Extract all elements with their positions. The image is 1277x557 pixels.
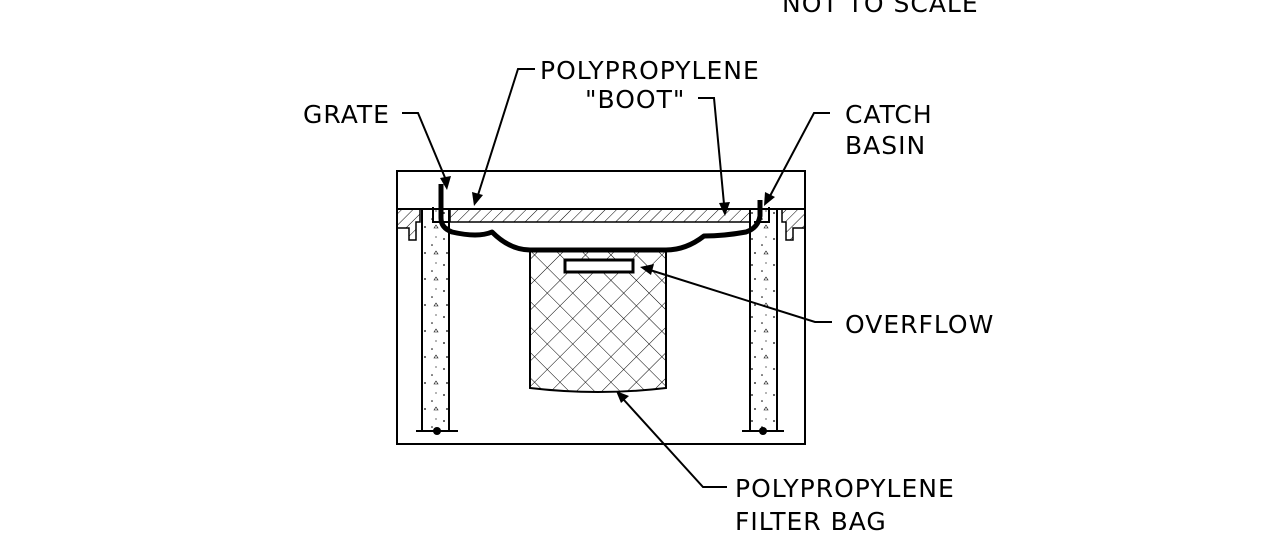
overflow-leader xyxy=(649,269,832,323)
right-wall xyxy=(749,208,778,432)
label-filter-bag-line2: FILTER BAG xyxy=(735,507,887,536)
left-wall xyxy=(421,208,450,432)
right-rim-block xyxy=(781,208,806,241)
label-catch-basin-line1: CATCH xyxy=(845,100,933,129)
left-boot-lip xyxy=(432,207,448,223)
catch-basin-arrowhead xyxy=(764,192,775,206)
boot-arrowhead-left xyxy=(472,192,483,206)
grate-hatched-band xyxy=(449,208,751,223)
filter-bag-leader xyxy=(623,399,727,488)
right-boot-lip xyxy=(754,207,770,223)
grate-arrowhead xyxy=(440,176,451,190)
scale-note: NOT TO SCALE xyxy=(782,0,979,18)
catch-basin-leader xyxy=(769,112,830,197)
grate-leader xyxy=(402,112,447,181)
left-wall-anchor xyxy=(433,427,441,435)
boot-arrowhead-right xyxy=(719,202,730,216)
label-boot-line2: "BOOT" xyxy=(585,85,685,114)
boot-leader-left xyxy=(477,68,535,196)
boot-leader-right xyxy=(698,97,725,205)
label-boot-line1: POLYPROPYLENE xyxy=(540,56,760,85)
polypropylene-boot xyxy=(438,184,763,253)
catch-basin-outline xyxy=(396,170,806,445)
left-rim-block xyxy=(396,208,421,241)
filter-bag xyxy=(529,249,667,393)
label-catch-basin-line2: BASIN xyxy=(845,131,926,160)
label-grate: GRATE xyxy=(303,100,390,129)
right-wall-anchor xyxy=(759,427,767,435)
label-filter-bag-line1: POLYPROPYLENE xyxy=(735,474,955,503)
overflow-arrowhead xyxy=(640,264,654,275)
overflow-slot xyxy=(563,258,635,274)
filter-bag-arrowhead xyxy=(616,391,629,403)
label-overflow: OVERFLOW xyxy=(845,310,994,339)
